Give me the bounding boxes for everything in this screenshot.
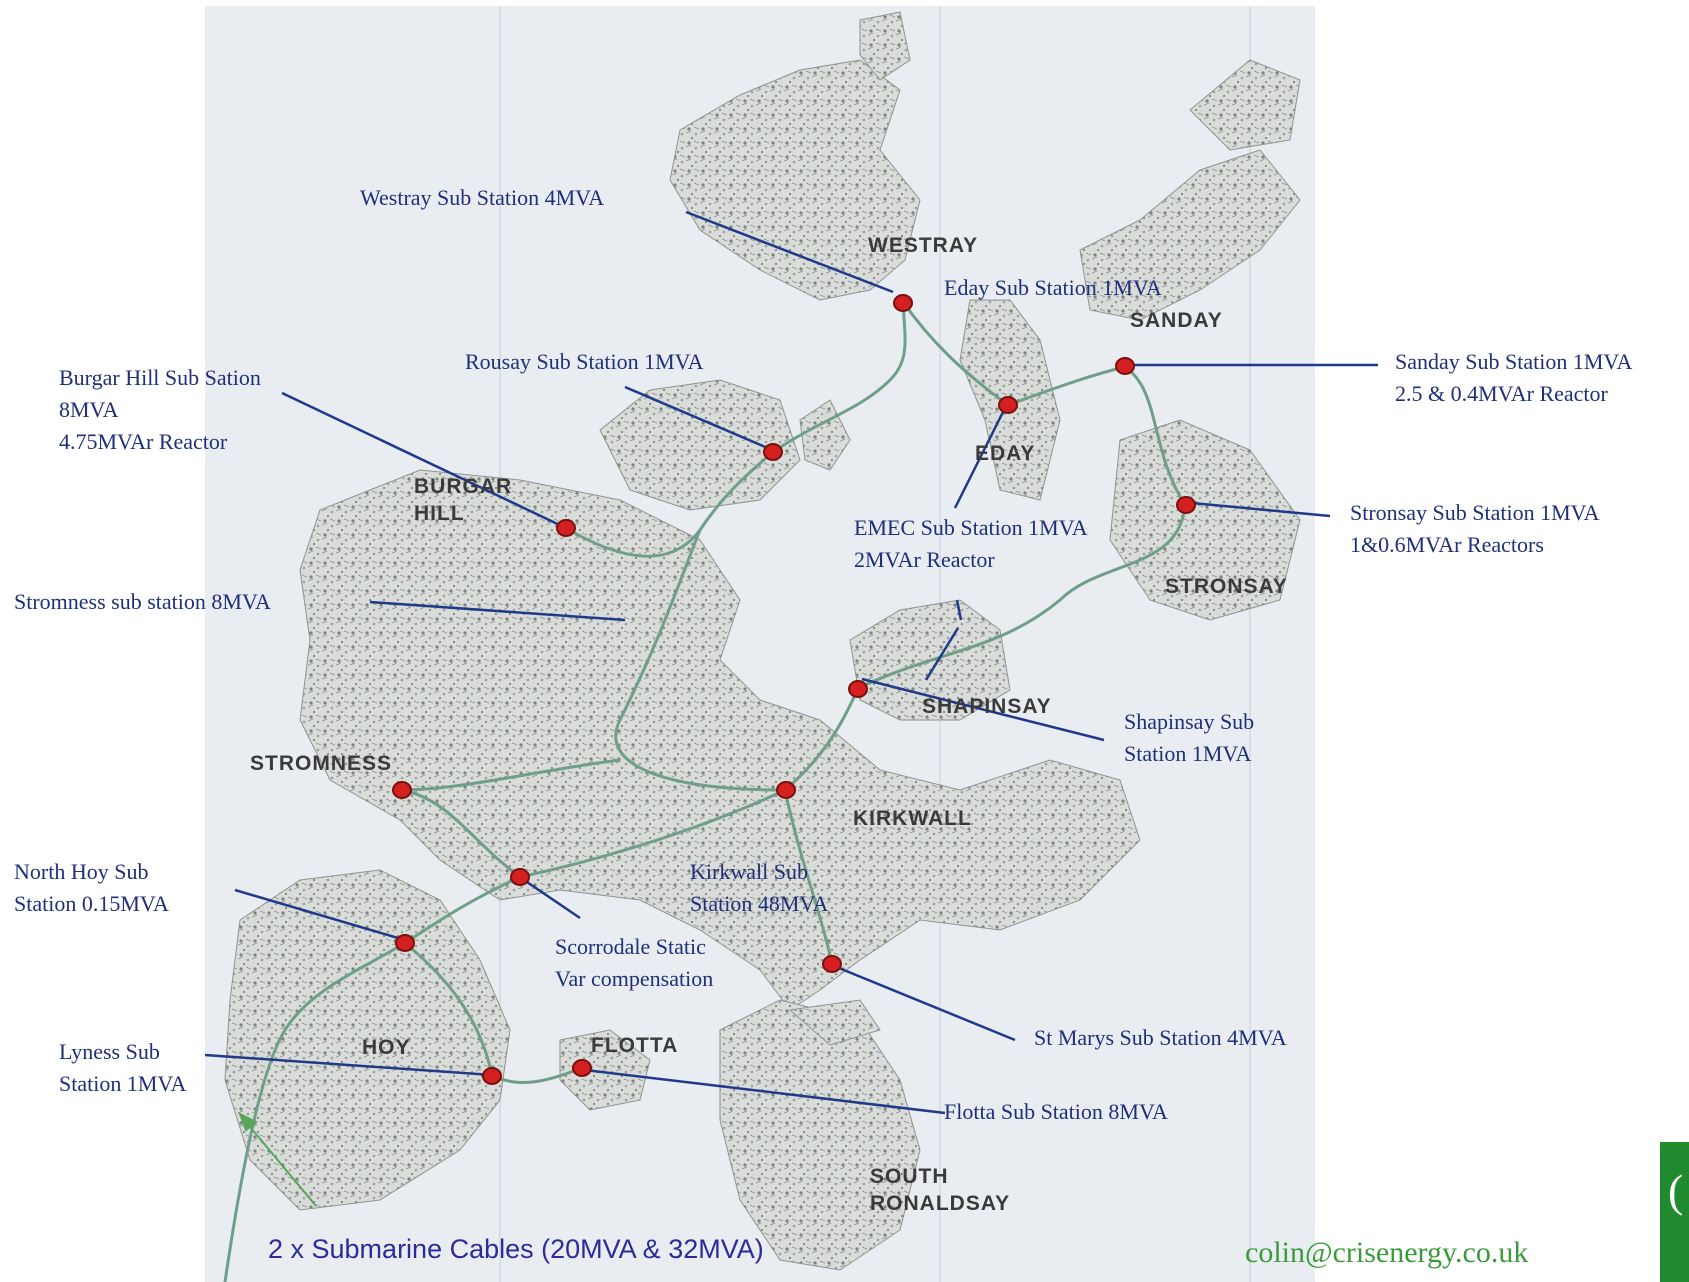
cable-arrow xyxy=(238,1111,317,1207)
island-label-eday: EDAY xyxy=(975,442,1036,465)
label-stromness-substation: Stromness sub station 8MVA xyxy=(14,589,271,614)
stromness-leader xyxy=(369,600,626,622)
island-label-stromness: STROMNESS xyxy=(250,752,393,775)
label-westray-substation: Westray Sub Station 4MVA xyxy=(360,185,605,210)
papa-westray-land xyxy=(859,11,911,81)
northhoy-lyness-line xyxy=(404,941,494,1076)
sanday-stronsay-line xyxy=(1124,365,1187,506)
egilsay-land xyxy=(799,399,851,471)
scorrodale-node xyxy=(510,868,530,886)
island-label-westray: WESTRAY xyxy=(868,234,979,257)
eday-sanday-line xyxy=(1007,365,1126,407)
label-eday-substation: Eday Sub Station 1MVA xyxy=(944,275,1162,300)
burgar-node xyxy=(556,519,576,537)
hoy-land xyxy=(224,869,511,1211)
sanday-land xyxy=(1079,149,1301,321)
island-label-shapinsay: SHAPINSAY xyxy=(922,695,1052,718)
grid-lines xyxy=(223,301,1187,1282)
stromness-line xyxy=(401,758,621,792)
island-label-stronsay: STRONSAY xyxy=(1165,575,1288,598)
westray-line xyxy=(772,301,907,454)
label-st-marys-substation: St Marys Sub Station 4MVA xyxy=(1034,1025,1287,1050)
contact-email[interactable]: colin@crisenergy.co.uk xyxy=(1245,1236,1529,1269)
central-spine-line xyxy=(614,529,786,792)
island-label-sanday: SANDAY xyxy=(1130,309,1223,332)
emec-leader xyxy=(953,407,1007,509)
burray-land xyxy=(788,999,881,1046)
submarine-cables-label: 2 x Submarine Cables (20MVA & 32MVA) xyxy=(268,1234,764,1264)
stmarys-leader xyxy=(833,964,1016,1042)
shapinsay-leader xyxy=(861,677,1105,742)
mainland-land xyxy=(299,469,1141,1011)
northhoy-leader xyxy=(234,888,399,940)
shapinsay-node xyxy=(848,680,868,698)
westray-node xyxy=(893,294,913,312)
westray-land xyxy=(669,59,921,301)
island-label-flotta: FLOTTA xyxy=(591,1034,679,1057)
kirkwall-stmarys-line xyxy=(783,789,834,964)
company-logo: ( xyxy=(1660,1142,1689,1282)
submarine-cable-line xyxy=(223,941,406,1282)
rousay-land xyxy=(599,379,801,511)
kirkwall-node xyxy=(776,781,796,799)
scorrodale-northhoy-line xyxy=(404,875,521,945)
lyness-node xyxy=(482,1067,502,1085)
island-label-hoy: HOY xyxy=(362,1036,411,1059)
kirkwall-shapinsay-line xyxy=(784,687,860,792)
westray-eday-line xyxy=(901,301,1009,407)
westray-leader xyxy=(685,210,894,294)
stronsay-node xyxy=(1176,496,1196,514)
eday-node xyxy=(998,396,1018,414)
substation-markers xyxy=(392,294,1196,1085)
stronsay-shapinsay-line xyxy=(857,504,1187,690)
label-flotta-substation: Flotta Sub Station 8MVA xyxy=(944,1099,1168,1124)
flotta-leader xyxy=(584,1068,946,1115)
stronsay-leader xyxy=(1191,501,1331,518)
flotta-node xyxy=(572,1059,592,1077)
scorrodale-leader xyxy=(523,878,581,920)
burgar-leader xyxy=(281,391,567,530)
flotta-land xyxy=(559,1029,651,1111)
shapinsay-emec-leader-2 xyxy=(955,599,963,621)
island-label-kirkwall: KIRKWALL xyxy=(853,807,972,830)
leader-lines xyxy=(204,210,1378,1115)
stmarys-node xyxy=(822,955,842,973)
land-masses xyxy=(224,11,1301,1271)
rousay-node xyxy=(763,443,783,461)
northhoy-node xyxy=(395,934,415,952)
stromness-scorrodale-line xyxy=(401,788,521,879)
rousay-leader xyxy=(624,385,771,451)
sanday-east-land xyxy=(1189,59,1301,151)
scorrodale-kirkwall-line xyxy=(519,788,786,879)
shapinsay-emec-leader xyxy=(924,627,960,681)
label-rousay-substation: Rousay Sub Station 1MVA xyxy=(465,349,704,374)
sanday-node xyxy=(1115,357,1135,375)
stromness-node xyxy=(392,781,412,799)
lyness-leader xyxy=(204,1053,493,1077)
stronsay-land xyxy=(1109,419,1301,621)
